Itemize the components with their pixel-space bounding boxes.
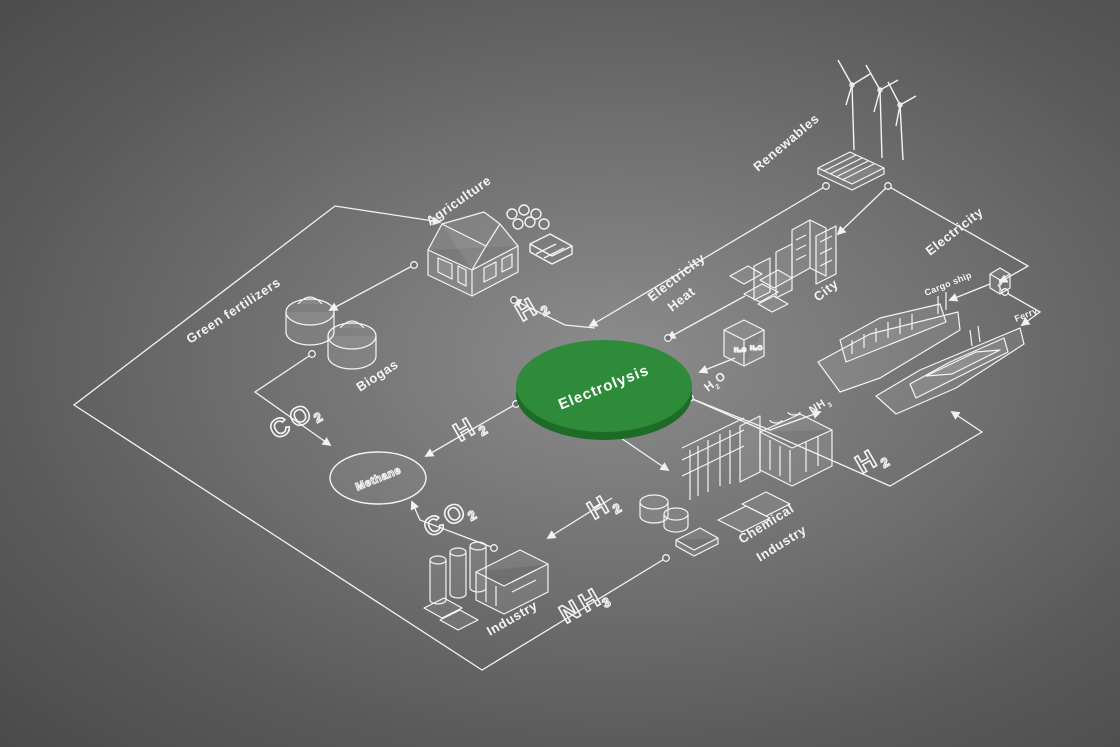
electrolysis-hub[interactable]: Electrolysis	[516, 340, 692, 440]
cargo-ship-icon	[817, 292, 961, 393]
methane-node: Methane	[329, 451, 427, 505]
svg-text:CO: CO	[264, 396, 320, 445]
svg-text:3: 3	[827, 401, 835, 409]
electricity-right-label: Electricity	[923, 204, 987, 258]
green-fertilizers-line	[72, 205, 667, 671]
svg-text:O: O	[712, 369, 728, 386]
node-dot	[664, 334, 672, 342]
solar-panel-icon	[817, 151, 885, 191]
biogas-co2-line	[253, 353, 332, 447]
renewables-label: Renewables	[750, 111, 822, 175]
power-box-icon	[989, 267, 1011, 295]
electrolysis-methane-line	[424, 403, 517, 457]
node-dot	[490, 544, 498, 552]
svg-text:2: 2	[714, 383, 722, 391]
nh3-formula: NH 3	[553, 580, 614, 630]
connector-lines	[72, 185, 1042, 671]
co2-formula: CO 2	[417, 493, 479, 544]
heat-line	[666, 295, 746, 339]
svg-text:H₂O: H₂O	[734, 348, 747, 354]
renewables-electricity-line	[887, 185, 1030, 283]
buildings-icon	[729, 219, 837, 313]
h2o-formula-small: H 2 O	[701, 369, 728, 395]
node-dot	[308, 350, 316, 358]
node-dot	[510, 296, 518, 304]
water-line	[698, 357, 736, 374]
h2-formula: H 2	[581, 487, 624, 526]
hay-bales-icon	[506, 204, 573, 265]
city-label: City	[811, 276, 842, 305]
factory-icon	[639, 411, 833, 557]
ferry-icon	[875, 325, 1025, 415]
biogas-tank-icon	[285, 296, 377, 370]
node-dot	[884, 182, 892, 190]
h2-formula: H 2	[849, 441, 892, 480]
svg-text:CO: CO	[418, 494, 474, 543]
industry-co2-line	[410, 500, 495, 549]
svg-text:H₂O: H₂O	[750, 346, 763, 352]
renewables-electrolysis-line	[588, 185, 827, 327]
agriculture-biogas-line	[328, 264, 415, 311]
powerbox-ferry-line	[1004, 291, 1042, 327]
powerbox-cargo-line	[948, 283, 991, 302]
renewables-city-line	[836, 185, 889, 236]
ferry-label: Ferry	[1013, 306, 1039, 324]
water-cube-icon: H₂O H₂O	[723, 319, 765, 367]
node-dot	[662, 554, 670, 562]
barn-icon	[427, 211, 519, 297]
h2-formula: H 2	[447, 409, 490, 448]
nh3-ships-line	[689, 397, 822, 431]
co2-formula: CO 2	[263, 395, 325, 446]
wind-turbine-icon	[837, 59, 917, 161]
industry-icon	[423, 541, 549, 631]
svg-text:NH: NH	[807, 397, 828, 416]
node-dot	[410, 261, 418, 269]
agri-h2-line	[512, 299, 596, 329]
chemical-industry-h2-line	[546, 497, 613, 539]
h2-ferry-line	[689, 397, 984, 487]
h2-formula: H 2	[509, 289, 552, 328]
node-dot	[822, 182, 830, 190]
